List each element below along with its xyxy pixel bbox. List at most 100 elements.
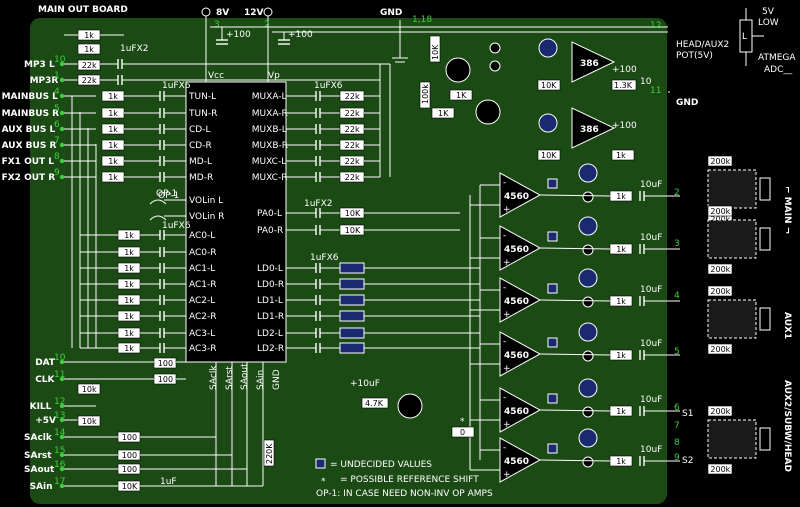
opamp-label-2: 4560 (504, 297, 529, 307)
svg-text:10K: 10K (541, 81, 557, 90)
svg-text:0: 0 (460, 428, 465, 437)
head-pot: L 5V LOW HEAD/AUX2 POT(5V) ATMEGA ADC__ (676, 7, 796, 75)
res-ac-0-value: 1k (124, 231, 134, 240)
output-label-aux1: AUX1 (782, 312, 792, 339)
svg-text:386: 386 (580, 59, 599, 69)
undecided-cap-0 (547, 178, 558, 189)
undecided-cap-4 (547, 393, 558, 404)
chip-pin-left-6: VOLin L (189, 196, 223, 206)
pin-pad-3 (59, 110, 65, 116)
svg-text:4.7K: 4.7K (365, 399, 384, 408)
res-kill-a (77, 383, 101, 395)
svg-text:1uFX6: 1uFX6 (310, 253, 339, 263)
chip-pin-right-4: MUXC-L (252, 157, 286, 167)
pin-number-7: 9 (54, 168, 60, 178)
chip-pin-left-4: MD-L (189, 157, 212, 167)
legend: = UNDECIDED VALUES * = POSSIBLE REFERENC… (315, 458, 493, 499)
res-pa0-1-value: 10K (345, 226, 361, 235)
pin-number-6: 8 (54, 152, 60, 162)
led-4 (582, 406, 594, 418)
chip-pin-left-15: AC3-R (189, 344, 217, 354)
pin-label-7: FX2 OUT R (2, 173, 56, 183)
res-kill-a-value: 10k (82, 385, 97, 394)
trim-pot-2 (578, 268, 598, 288)
opamp-minus-3: - (503, 337, 506, 347)
svg-text:1k: 1k (616, 151, 626, 160)
chip-right-pins: MUXA-LMUXA-RMUXB-LMUXB-RMUXC-LMUXC-RPA0-… (252, 92, 288, 354)
trim-pot-3 (578, 322, 598, 342)
chip-pin-sarst: SArst (225, 366, 235, 390)
pin-pad-6 (59, 158, 65, 164)
pin-number-13: 15 (54, 446, 65, 456)
pin-pad-12 (59, 434, 65, 440)
amp-4560-column: 4560-+1k10uF4560-+1k10uF4560-+1k10uF4560… (469, 163, 680, 483)
svg-text:Vp: Vp (268, 71, 280, 81)
res-mux-2-value: 22k (345, 125, 360, 134)
res-mp3r-value: 22k (82, 76, 97, 85)
svg-text:GND: GND (676, 98, 698, 108)
res-jack-a-3-value: 200k (710, 407, 730, 416)
res-mp3-a-value: 1k (84, 31, 94, 40)
opamp-4560-4 (499, 387, 542, 433)
jack-body-1 (759, 227, 771, 251)
cap-out-0: 10uF (640, 180, 662, 190)
svg-text:1K: 1K (438, 109, 449, 118)
jack-2 (707, 299, 757, 339)
opamp-plus-0: + (503, 205, 511, 215)
res-ld-undecided-5 (339, 342, 365, 354)
led-3 (582, 350, 594, 362)
led-1 (582, 244, 594, 256)
amp-386-bottom: 386 +100 (571, 107, 637, 149)
opamp-4560-2 (499, 277, 542, 323)
trim-pot-4 (578, 378, 598, 398)
chip-pin-right-13: LD2-R (257, 344, 284, 354)
res-mux-5-value: 22k (345, 173, 360, 182)
audio-processor-ic (185, 81, 287, 363)
pin-pad-2 (59, 93, 65, 99)
res-pa0-0-value: 10K (345, 209, 361, 218)
chip-pin-left-3: CD-R (189, 141, 212, 151)
cap-out-1: 10uF (640, 233, 662, 243)
opamp-plus-3: + (503, 364, 511, 374)
undecided-cap-2 (547, 283, 558, 294)
res-saclk-value: 100 (122, 433, 137, 442)
pin-number-5: 7 (54, 136, 60, 146)
out-num-3: 5 (674, 347, 680, 357)
res-bus-5-value: 1k (108, 173, 118, 182)
chip-pin-right-9: LD0-R (257, 280, 284, 290)
opamp-minus-5: - (503, 443, 506, 453)
misc-values: 4.7K 0 * +10uF 1uF 220K 10K 100k 1K 1K 1… (120, 35, 637, 487)
svg-text:= POSSIBLE REFERENCE SHIFT: = POSSIBLE REFERENCE SHIFT (340, 475, 479, 485)
out-num-7: 9 (674, 453, 680, 463)
svg-text:11: 11 (650, 86, 661, 96)
chip-pin-right-10: LD1-L (257, 296, 283, 306)
chip-pin-saout: SAout (240, 363, 250, 390)
input-network: 1k1k22k22k1k1k1k1k1k1k1k1k1k1k1k1k1k1kOP… (64, 29, 390, 492)
pin-label-6: FX1 OUT L (2, 157, 55, 167)
res-jack-b-1 (707, 263, 733, 275)
chip-pin-left-1: TUN-R (188, 109, 217, 119)
pin-number-0: 10 (54, 55, 66, 65)
svg-text:1uF: 1uF (160, 477, 177, 487)
svg-text:1uFX6: 1uFX6 (314, 81, 343, 91)
opamp-4560-3 (499, 331, 542, 377)
svg-text:2: 2 (264, 20, 270, 30)
jack-body-0 (759, 177, 771, 201)
opamp-plus-2: + (503, 310, 511, 320)
svg-text:*: * (460, 417, 465, 427)
board-title: MAIN OUT BOARD (38, 5, 128, 15)
res-jack-b-3 (707, 463, 733, 475)
switch-s2: S2 (682, 456, 693, 466)
res-bus-2-value: 1k (108, 125, 118, 134)
res-out-2-value: 1k (616, 297, 626, 306)
svg-text:LOW: LOW (758, 18, 779, 28)
res-jack-a-1 (707, 205, 733, 217)
out-num-5: 7 (674, 421, 680, 431)
led-2 (582, 296, 594, 308)
pin-pad-4 (59, 126, 65, 132)
chip-pin-left-11: AC1-R (189, 280, 217, 290)
res-ac-4-value: 1k (124, 296, 134, 305)
pin-number-10: 12 (54, 397, 65, 407)
